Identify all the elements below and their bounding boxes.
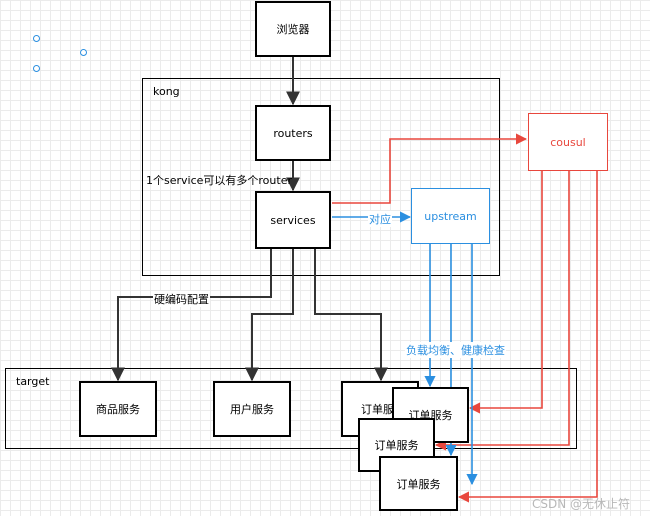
cousul-node: cousul xyxy=(528,113,608,171)
edge-services-order xyxy=(314,249,388,382)
edge-services-user xyxy=(245,249,294,382)
routers-label: routers xyxy=(273,126,313,140)
edge-services-product xyxy=(111,249,272,382)
handle-dot xyxy=(33,65,40,72)
target-container: target xyxy=(5,368,577,449)
order-instance-label: 订单服务 xyxy=(374,439,419,452)
hardcode-note: 硬编码配置 xyxy=(153,291,210,307)
order-instance-node: 订单服务 xyxy=(379,456,458,511)
edge-cousul-order-2 xyxy=(434,170,570,451)
target-label: target xyxy=(16,375,50,388)
product-service-node: 商品服务 xyxy=(79,381,157,437)
cousul-label: cousul xyxy=(550,135,586,149)
services-label: services xyxy=(270,213,316,227)
upstream-label: upstream xyxy=(424,209,477,223)
order-instance-label: 订单服务 xyxy=(396,477,441,491)
map-note: 对应 xyxy=(368,211,392,227)
edge-cousul-order-3 xyxy=(457,170,598,503)
user-service-node: 用户服务 xyxy=(213,381,291,437)
handle-dot xyxy=(80,49,87,56)
browser-label: 浏览器 xyxy=(276,23,310,36)
router-note: 1个service可以有多个router xyxy=(146,174,292,187)
routers-node: routers xyxy=(255,105,331,161)
kong-container: kong xyxy=(142,78,500,276)
user-service-label: 用户服务 xyxy=(230,403,274,416)
upstream-node: upstream xyxy=(411,188,490,244)
edge-services-cousul xyxy=(332,133,528,204)
edge-cousul-order-1 xyxy=(468,170,543,414)
browser-node: 浏览器 xyxy=(255,1,331,57)
lb-note: 负载均衡、健康检查 xyxy=(405,342,506,358)
kong-label: kong xyxy=(153,85,180,98)
services-node: services xyxy=(255,191,331,249)
handle-dot xyxy=(33,35,40,42)
product-service-label: 商品服务 xyxy=(96,403,140,416)
watermark: CSDN @无休止符 xyxy=(532,497,631,511)
